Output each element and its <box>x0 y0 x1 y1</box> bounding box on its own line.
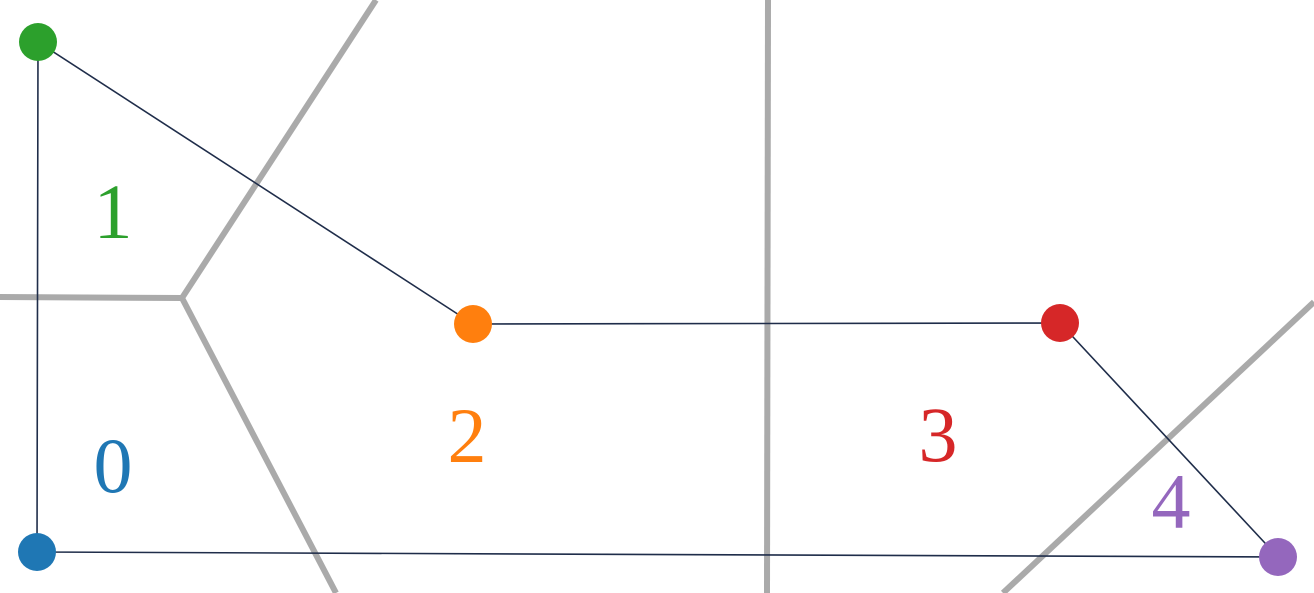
path-polyline <box>36 40 1280 558</box>
region-label-1: 1 <box>94 168 133 255</box>
cell-edge-2-3 <box>764 0 771 593</box>
region-label-3: 3 <box>919 391 958 478</box>
site-point-2 <box>454 305 492 343</box>
cell-edge-0-2 <box>179 296 339 593</box>
site-point-3 <box>1041 304 1079 342</box>
cell-edge-3-4 <box>1000 299 1314 593</box>
connecting-path <box>36 40 1280 558</box>
site-points <box>18 23 1297 576</box>
region-labels: 0 1 2 3 4 <box>94 168 1191 545</box>
region-label-4: 4 <box>1152 458 1191 545</box>
cell-edge-1-2 <box>179 0 379 300</box>
site-point-1 <box>19 23 57 61</box>
site-point-0 <box>18 533 56 571</box>
region-label-0: 0 <box>94 422 133 509</box>
region-label-2: 2 <box>448 392 487 479</box>
cell-edge-0-1 <box>0 294 183 301</box>
site-point-4 <box>1259 538 1297 576</box>
